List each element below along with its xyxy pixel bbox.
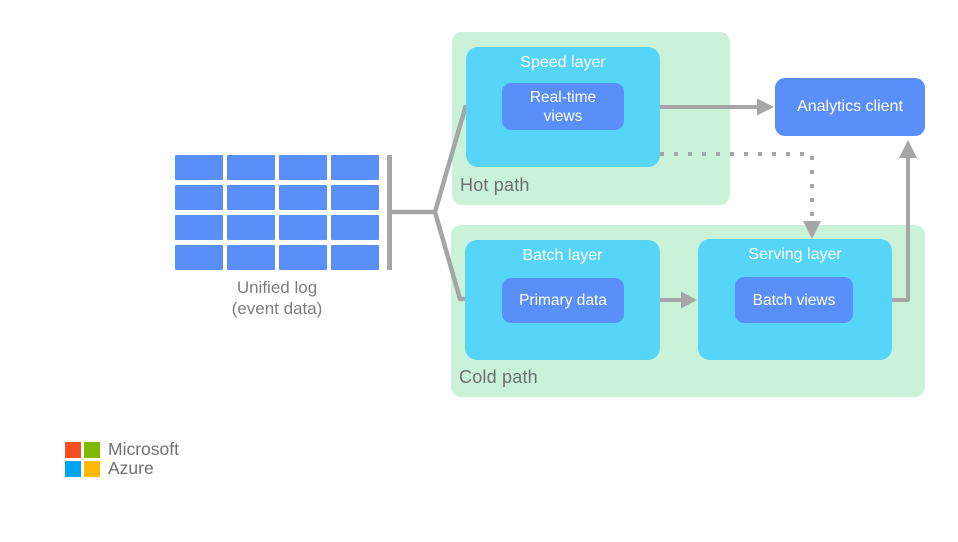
log-grid-cell xyxy=(175,245,223,270)
log-grid-cell xyxy=(331,215,379,240)
log-grid-cell xyxy=(279,215,327,240)
batch-layer-title: Batch layer xyxy=(522,247,603,264)
batch-layer-box: Batch layer Primary data xyxy=(465,240,660,360)
real-time-views-line2: views xyxy=(543,107,583,125)
log-grid-cell xyxy=(227,155,275,180)
log-grid-cell xyxy=(175,215,223,240)
speed-layer-box: Speed layer Real-time views xyxy=(466,47,660,167)
log-grid-cell xyxy=(279,245,327,270)
primary-data-box: Primary data xyxy=(502,278,624,323)
unified-log-label-line2: (event data) xyxy=(231,299,323,318)
log-connector-bar xyxy=(387,155,392,270)
real-time-views-box: Real-time views xyxy=(502,83,624,130)
microsoft-azure-logo: Microsoft Azure xyxy=(65,440,179,478)
arrowhead-speed-to-analytics xyxy=(757,98,774,116)
ms-logo-square-yellow xyxy=(84,461,100,477)
microsoft-azure-wordmark: Microsoft Azure xyxy=(108,440,179,478)
microsoft-logo-icon xyxy=(65,442,100,477)
real-time-views-line1: Real-time xyxy=(529,88,597,106)
log-grid-cell xyxy=(331,245,379,270)
arrowhead-serving-to-analytics xyxy=(899,140,917,158)
log-grid-cell xyxy=(331,155,379,180)
hot-path-label: Hot path xyxy=(460,175,530,195)
serving-layer-box: Serving layer Batch views xyxy=(698,239,892,360)
log-grid-cell xyxy=(175,155,223,180)
cold-path-label: Cold path xyxy=(459,367,538,387)
unified-log-label: Unified log (event data) xyxy=(160,277,394,319)
ms-logo-square-green xyxy=(84,442,100,458)
azure-wordmark: Azure xyxy=(108,458,154,478)
microsoft-wordmark: Microsoft xyxy=(108,439,179,459)
log-grid-cell xyxy=(227,185,275,210)
ms-logo-square-blue xyxy=(65,461,81,477)
log-grid-cell xyxy=(331,185,379,210)
log-grid-cell xyxy=(279,185,327,210)
batch-views-box: Batch views xyxy=(735,277,853,323)
ms-logo-square-red xyxy=(65,442,81,458)
analytics-client-box: Analytics client xyxy=(775,78,925,136)
unified-log-grid xyxy=(175,155,379,270)
serving-layer-title: Serving layer xyxy=(748,246,842,263)
unified-log-label-line1: Unified log xyxy=(236,278,318,297)
log-grid-cell xyxy=(175,185,223,210)
log-grid-cell xyxy=(227,215,275,240)
log-grid-cell xyxy=(227,245,275,270)
speed-layer-title: Speed layer xyxy=(520,54,606,71)
log-grid-cell xyxy=(279,155,327,180)
